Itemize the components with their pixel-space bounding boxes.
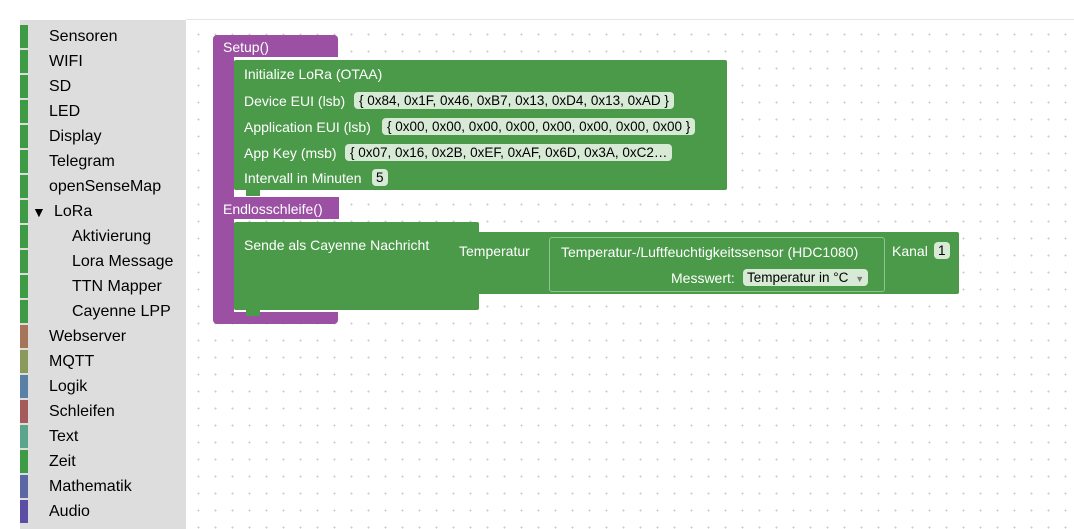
category-label: Schleifen (49, 403, 115, 420)
workspace-top-border (186, 19, 1074, 20)
workspace[interactable]: Setup() Initialize LoRa (OTAA) Device EU… (186, 20, 1074, 529)
app-eui-label: Application EUI (lsb) (244, 119, 371, 135)
app-key-field[interactable]: { 0x07, 0x16, 0x2B, 0xEF, 0xAF, 0x6D, 0x… (345, 144, 673, 161)
toolbox-category-text[interactable]: Text (20, 424, 186, 449)
sensor-label: Temperatur-/Luftfeuchtigkeitssensor (HDC… (561, 244, 859, 260)
category-label: Telegram (49, 153, 115, 170)
interval-label: Intervall in Minuten (244, 170, 362, 186)
setup-label: Setup() (223, 39, 269, 55)
category-label: Sensoren (49, 28, 118, 45)
toolbox-category-wifi[interactable]: WIFI (20, 49, 186, 74)
toolbox-category-telegram[interactable]: Telegram (20, 149, 186, 174)
setup-block[interactable] (213, 35, 338, 57)
category-color-bar (20, 75, 28, 98)
category-label: MQTT (49, 353, 95, 370)
toolbox-category-mqtt[interactable]: MQTT (20, 349, 186, 374)
category-color-bar (20, 325, 28, 348)
category-label: Mathematik (49, 478, 132, 495)
category-color-bar (20, 125, 28, 148)
dropdown-arrow-icon: ▼ (855, 274, 865, 284)
loop-block-spine (213, 219, 234, 316)
category-label: SD (49, 78, 72, 95)
expand-arrow-icon[interactable]: ▼ (32, 204, 46, 220)
app-eui-field[interactable]: { 0x00, 0x00, 0x00, 0x00, 0x00, 0x00, 0x… (382, 118, 696, 135)
loop-block-bottom (213, 312, 338, 324)
category-color-bar (20, 300, 28, 323)
category-label: Display (49, 128, 102, 145)
category-color-bar (20, 350, 28, 373)
category-label: WIFI (49, 53, 83, 70)
messwert-value: Temperatur in °C (747, 270, 849, 285)
category-label: Text (49, 428, 79, 445)
category-color-bar (20, 500, 28, 523)
temperature-label: Temperatur (459, 243, 530, 259)
category-color-bar (20, 250, 28, 273)
toolbox-category-aktivierung[interactable]: Aktivierung (20, 224, 186, 249)
toolbox-category-zeit[interactable]: Zeit (20, 449, 186, 474)
loop-label: Endlosschleife() (223, 201, 323, 217)
toolbox-category-sd[interactable]: SD (20, 74, 186, 99)
device-eui-field[interactable]: { 0x84, 0x1F, 0x46, 0xB7, 0x13, 0xD4, 0x… (354, 92, 674, 109)
category-color-bar (20, 50, 28, 73)
toolbox-category-lora[interactable]: ▼ LoRa (20, 199, 186, 224)
category-color-bar (20, 425, 28, 448)
toolbox-category-audio[interactable]: Audio (20, 499, 186, 524)
messwert-dropdown[interactable]: Temperatur in °C ▼ (743, 269, 869, 286)
category-label: LED (49, 103, 81, 120)
kanal-field[interactable]: 1 (934, 242, 950, 259)
category-color-bar (20, 25, 28, 48)
category-label: Audio (49, 503, 90, 520)
category-label: TTN Mapper (72, 278, 162, 295)
toolbox-category-schleifen[interactable]: Schleifen (20, 399, 186, 424)
category-label: LoRa (54, 203, 93, 220)
category-color-bar (20, 175, 28, 198)
lora-init-title: Initialize LoRa (OTAA) (244, 66, 383, 82)
category-color-bar (20, 400, 28, 423)
category-label: Logik (49, 378, 88, 395)
cayenne-block[interactable] (234, 222, 479, 310)
toolbox-category-logik[interactable]: Logik (20, 374, 186, 399)
toolbox-category-mathematik[interactable]: Mathematik (20, 474, 186, 499)
app-key-label: App Key (msb) (244, 145, 337, 161)
toolbox-category-sensoren[interactable]: Sensoren (20, 24, 186, 49)
cayenne-title: Sende als Cayenne Nachricht (244, 237, 430, 253)
toolbox-category-cayenne-lpp[interactable]: Cayenne LPP (20, 299, 186, 324)
category-color-bar (20, 275, 28, 298)
toolbox-category-display[interactable]: Display (20, 124, 186, 149)
category-label: Cayenne LPP (72, 303, 171, 320)
toolbox-category-opensensemap[interactable]: openSenseMap (20, 174, 186, 199)
category-label: openSenseMap (49, 178, 162, 195)
category-color-bar (20, 200, 28, 223)
category-color-bar (20, 150, 28, 173)
loop-block[interactable] (213, 197, 339, 219)
toolbox-category-lora-message[interactable]: Lora Message (20, 249, 186, 274)
category-color-bar (20, 450, 28, 473)
category-color-bar (20, 225, 28, 248)
setup-bottom-bridge (213, 188, 234, 200)
category-color-bar (20, 100, 28, 123)
category-label: Aktivierung (72, 228, 152, 245)
category-label: Lora Message (72, 253, 174, 270)
category-color-bar (20, 475, 28, 498)
interval-field[interactable]: 5 (372, 169, 388, 186)
kanal-label: Kanal (892, 243, 928, 259)
setup-block-spine (213, 57, 234, 191)
toolbox-category-ttn-mapper[interactable]: TTN Mapper (20, 274, 186, 299)
category-color-bar (20, 375, 28, 398)
device-eui-label: Device EUI (lsb) (244, 93, 346, 109)
category-label: Zeit (49, 453, 76, 470)
toolbox-category-webserver[interactable]: Webserver (20, 324, 186, 349)
messwert-label: Messwert: (671, 270, 735, 286)
toolbox-category-led[interactable]: LED (20, 99, 186, 124)
category-label: Webserver (49, 328, 127, 345)
